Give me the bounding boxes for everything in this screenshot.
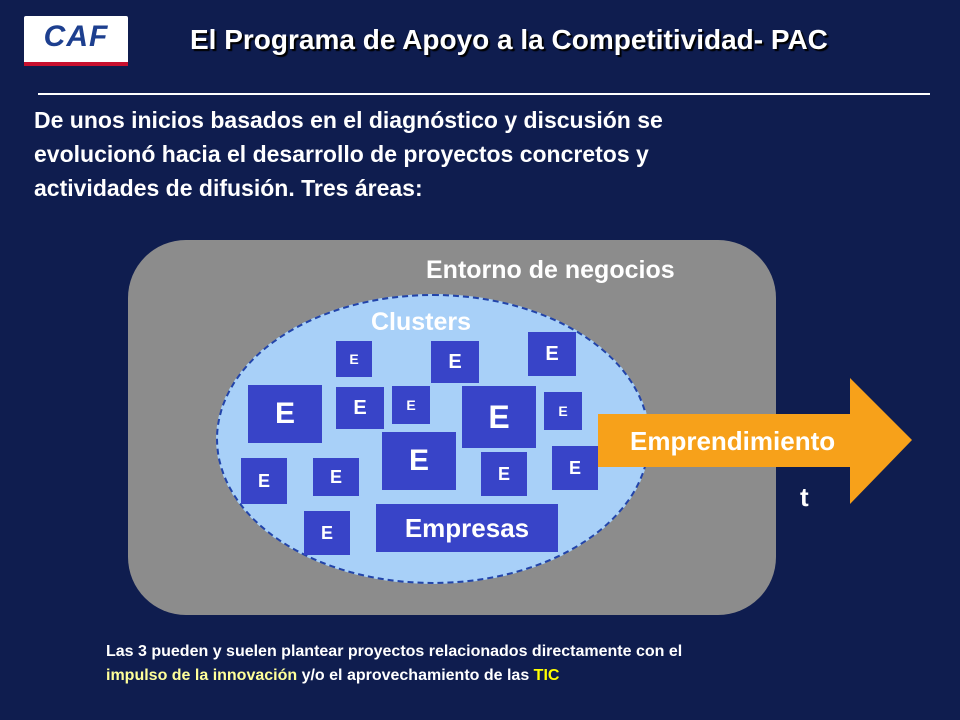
firm-box: E xyxy=(382,432,456,490)
footnote-connector: y/o el aprovechamiento de las xyxy=(297,667,534,684)
firm-box: E xyxy=(336,387,384,429)
firm-box: E xyxy=(552,446,598,490)
caf-logo-bar xyxy=(24,62,128,66)
intro-text: De unos inicios basados en el diagnóstic… xyxy=(34,103,914,205)
business-environment-label: Entorno de negocios xyxy=(426,256,675,284)
intro-line-2: evolucionó hacia el desarrollo de proyec… xyxy=(34,141,649,167)
firm-box: E xyxy=(248,385,322,443)
entrepreneurship-label: Emprendimiento xyxy=(630,426,836,456)
firm-box: E xyxy=(528,332,576,376)
intro-line-3: actividades de difusión. Tres áreas: xyxy=(34,175,423,201)
entrepreneurship-label-overflow: t xyxy=(800,482,809,512)
intro-line-1: De unos inicios basados en el diagnóstic… xyxy=(34,107,663,133)
firm-box: E xyxy=(431,341,479,383)
firm-box: E xyxy=(336,341,372,377)
caf-logo-text: CAF xyxy=(43,20,109,53)
firm-box: E xyxy=(544,392,582,430)
footnote-line-1: Las 3 pueden y suelen plantear proyectos… xyxy=(106,643,683,660)
firm-box: E xyxy=(462,386,536,448)
slide-title: El Programa de Apoyo a la Competitividad… xyxy=(190,24,828,55)
companies-box: Empresas xyxy=(376,504,558,552)
caf-logo: CAF xyxy=(24,16,128,66)
entrepreneurship-arrow-shape xyxy=(598,378,912,504)
tic-highlight: TIC xyxy=(533,667,560,684)
footnote: Las 3 pueden y suelen plantear proyectos… xyxy=(106,640,906,688)
firm-box: E xyxy=(241,458,287,504)
title-divider xyxy=(38,93,930,95)
entrepreneurship-arrow xyxy=(598,378,912,504)
firm-box: E xyxy=(392,386,430,424)
footnote-line-2: impulso de la innovación y/o el aprovech… xyxy=(106,664,906,688)
firm-box: E xyxy=(313,458,359,496)
innovation-highlight: impulso de la innovación xyxy=(106,667,298,684)
firm-box: E xyxy=(304,511,350,555)
clusters-label: Clusters xyxy=(371,308,472,336)
firm-box: E xyxy=(481,452,527,496)
